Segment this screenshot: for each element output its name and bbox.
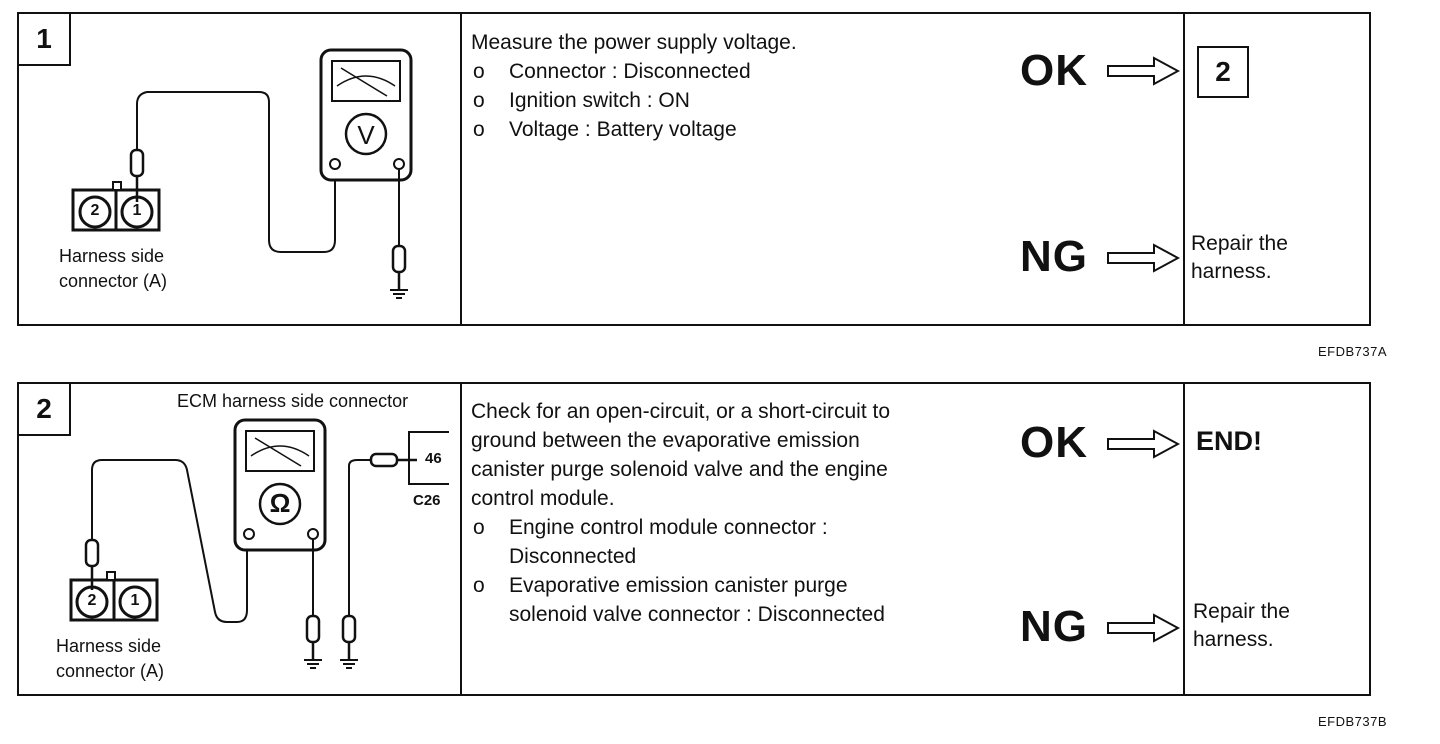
step2-divider-right <box>1183 384 1185 694</box>
step1-meter-symbol: V <box>357 120 375 150</box>
step1-connector <box>71 181 161 232</box>
step1-meter-dial <box>344 112 388 156</box>
step2-ground-probe-1 <box>304 539 322 669</box>
step2-ohmmeter-diagram <box>69 418 449 669</box>
step2-instructions: Check for an open-circuit, or a short-ci… <box>471 397 1031 629</box>
step2-ok-arrow-icon <box>1107 429 1180 459</box>
step2-ohmmeter <box>233 418 327 552</box>
step1-divider-right <box>1183 14 1185 324</box>
step2-panel: 2 ECM harness side connector <box>17 382 1371 696</box>
step1-pin2-circle <box>78 195 112 229</box>
step2-ng-label: NG <box>1020 602 1088 651</box>
step1-pin2-label: 2 <box>90 202 100 219</box>
step1-pin1-label: 1 <box>132 202 142 219</box>
step2-pin2-label: 2 <box>87 592 97 609</box>
step2-ng-arrow-icon <box>1107 613 1180 643</box>
step2-ecm-pin: 46 <box>425 450 442 467</box>
step1-voltmeter <box>319 48 413 182</box>
step1-ok-result-goto-step[interactable]: 2 <box>1197 46 1249 98</box>
step2-ok-result: END! <box>1196 426 1262 456</box>
step1-connector-label: Harness side connector (A) <box>59 246 168 291</box>
step2-number: 2 <box>19 384 71 436</box>
step1-number: 1 <box>19 14 71 66</box>
step2-ecm-connector-id: C26 <box>413 492 441 509</box>
step2-ok-label: OK <box>1020 418 1088 467</box>
step2-figure-code: EFDB737B <box>1318 714 1388 729</box>
step1-divider-left <box>460 14 462 324</box>
step2-ecm-label: ECM harness side connector <box>177 391 409 411</box>
step1-ok-arrow-icon <box>1107 56 1180 86</box>
step2-pin1-label: 1 <box>130 592 140 609</box>
step2-ground-probe-2 <box>340 459 371 669</box>
step2-connector-label: Harness side connector (A) <box>56 636 165 681</box>
step1-probe-pin1 <box>129 91 336 253</box>
step1-ng-label: NG <box>1020 232 1088 281</box>
step2-ng-result: Repair the harness. <box>1193 600 1290 651</box>
step1-ground-probe <box>390 169 408 299</box>
step2-ecm-connector <box>369 431 449 485</box>
step2-divider-left <box>460 384 462 694</box>
step1-panel: 1 <box>17 12 1371 326</box>
step1-ng-result: Repair the harness. <box>1191 232 1288 283</box>
step2-meter-symbol: Ω <box>269 488 291 518</box>
step2-probe-pin2 <box>84 459 248 623</box>
step1-instruction-title: Measure the power supply voltage. <box>471 31 797 54</box>
step1-voltmeter-diagram <box>71 48 413 299</box>
step1-ng-arrow-icon <box>1107 243 1180 273</box>
step1-ok-label: OK <box>1020 46 1088 95</box>
step2-connector <box>69 571 159 622</box>
step1-figure-code: EFDB737A <box>1318 344 1388 359</box>
